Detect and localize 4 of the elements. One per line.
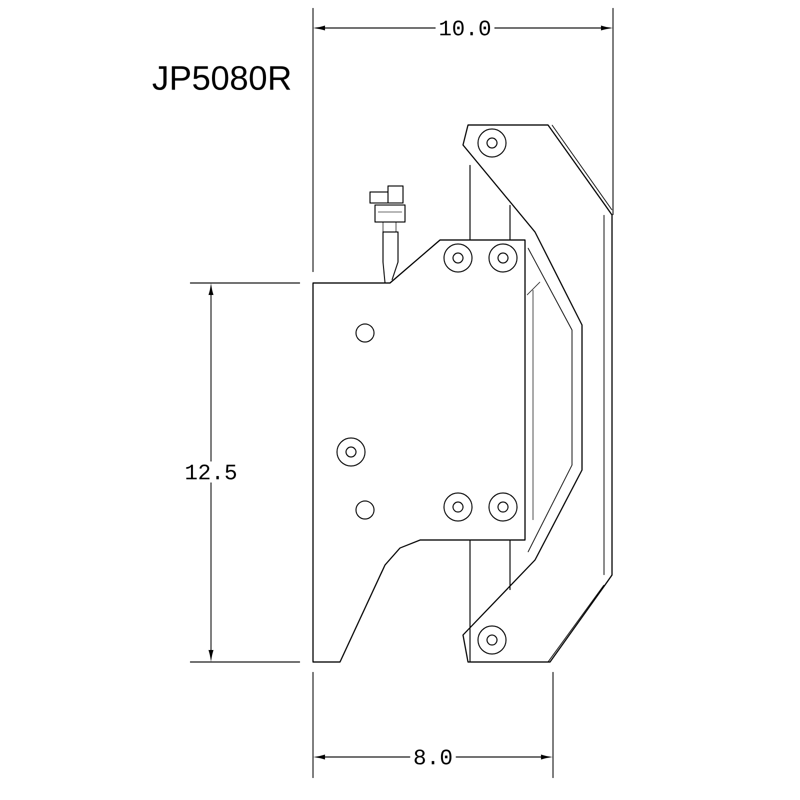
dimension-text: 12.5 — [182, 462, 240, 482]
dimension-text: 10.0 — [436, 18, 494, 38]
part-number: JP5080R — [152, 66, 290, 90]
dimension-text: 8.0 — [410, 746, 456, 768]
